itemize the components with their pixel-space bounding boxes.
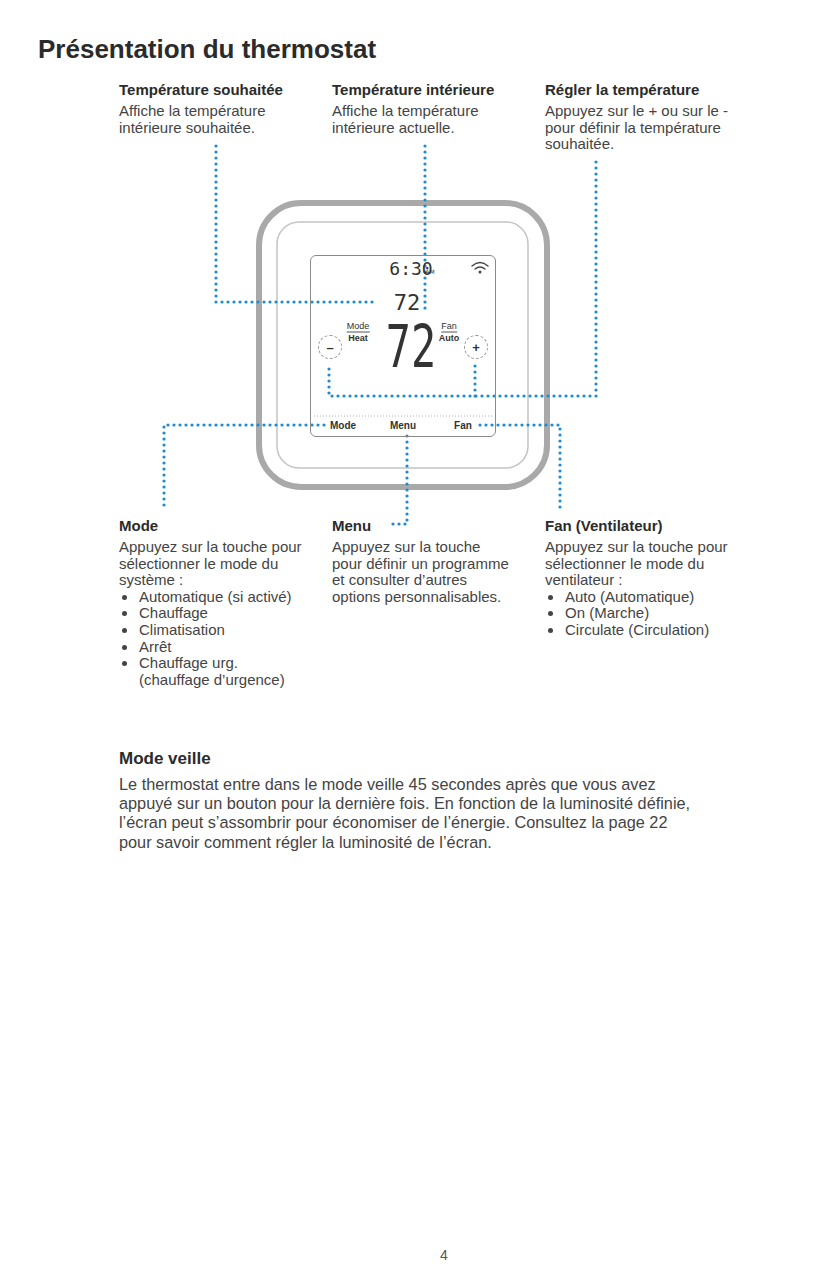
list-item: Auto (Automatique)	[545, 589, 735, 606]
wifi-icon	[472, 263, 488, 273]
mode-value: Heat	[348, 334, 368, 343]
leader-line	[480, 425, 560, 511]
bullet	[122, 628, 127, 633]
setpoint-temperature: 72	[394, 292, 421, 314]
list-item: Climatisation	[119, 622, 309, 639]
page-title: Présentation du thermostat	[38, 34, 376, 65]
fan-value: Auto	[439, 334, 460, 343]
page-number: 4	[440, 1247, 470, 1263]
bullet	[122, 645, 127, 650]
callout-text: Affiche la température intérieure souhai…	[119, 103, 319, 136]
section-heading: Mode veille	[119, 749, 694, 769]
clock-suffix: AM	[425, 269, 434, 275]
list-item: Chauffage	[119, 605, 309, 622]
callout-heading: Menu	[332, 517, 512, 535]
callout-text: Appuyez sur la touche pour sélectionner …	[545, 539, 735, 589]
fan-caption: Fan	[441, 322, 457, 333]
thermostat-housing	[259, 203, 547, 487]
leader-line	[473, 364, 476, 396]
bullet	[122, 611, 127, 616]
soft-key: Menu	[390, 421, 416, 431]
soft-key: Mode	[330, 421, 356, 431]
button-symbol: –	[326, 341, 333, 354]
indoor-temperature: 72	[386, 318, 436, 376]
thermostat-screen: 6:30AM72ModeHeat72FanAutoModeMenuFan–+	[310, 255, 496, 437]
leader-line	[423, 146, 426, 314]
list-item: Circulate (Circulation)	[545, 622, 735, 639]
callout-heading: Mode	[119, 517, 309, 535]
list-item: Chauffage urg. (chauffage d’urgence)	[119, 655, 309, 688]
bullet	[122, 661, 127, 666]
callout-heading: Fan (Ventilateur)	[545, 517, 735, 535]
bullet	[548, 611, 553, 616]
leader-lines	[164, 146, 596, 524]
minus-button: –	[318, 335, 342, 359]
callout-text: Appuyez sur le + ou sur le - pour défini…	[545, 103, 745, 153]
button-symbol: +	[472, 341, 480, 354]
callout-heading: Régler la température	[545, 81, 745, 99]
leader-line	[164, 425, 324, 511]
bullet	[548, 628, 553, 633]
paragraph: Le thermostat entre dans le mode veille …	[119, 775, 694, 852]
callout-text: Affiche la température intérieure actuel…	[332, 103, 532, 136]
list-item: On (Marche)	[545, 605, 735, 622]
callout-heading: Température intérieure	[332, 81, 532, 99]
soft-key: Fan	[454, 421, 472, 431]
callout-heading: Température souhaitée	[119, 81, 319, 99]
list-item: Automatique (si activé)	[119, 589, 309, 606]
list-item: Arrêt	[119, 639, 309, 656]
callout-text: Appuyez sur la touche pour sélectionner …	[119, 539, 309, 589]
plus-button: +	[464, 335, 488, 359]
bullet	[548, 595, 553, 600]
leader-line	[390, 436, 407, 524]
mode-caption: Mode	[347, 322, 370, 333]
leader-line	[329, 162, 596, 396]
leader-line	[216, 146, 378, 302]
housing-inner-edge	[277, 222, 528, 468]
bullet	[122, 595, 127, 600]
callout-text: Appuyez sur la touche pour définir un pr…	[332, 539, 512, 605]
screen-divider	[314, 416, 492, 417]
